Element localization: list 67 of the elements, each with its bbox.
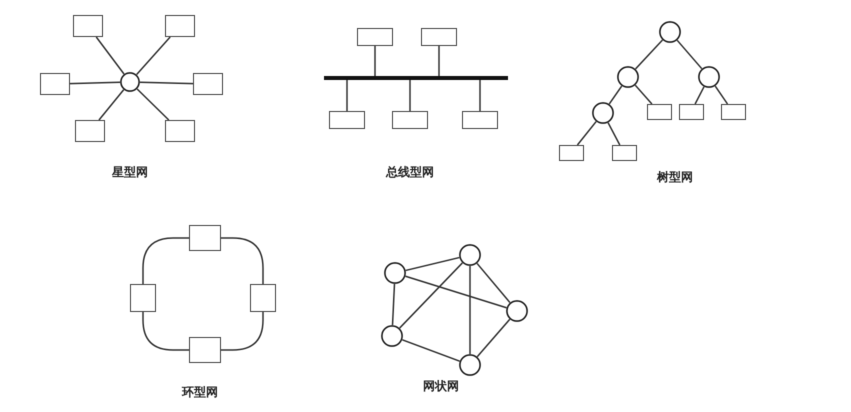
connector-line xyxy=(576,121,597,146)
connector-line xyxy=(469,266,471,354)
node-box xyxy=(165,120,195,142)
connector-line xyxy=(405,276,507,308)
connector-line xyxy=(402,339,460,362)
node-box xyxy=(558,145,584,161)
node-box xyxy=(392,111,428,129)
connector-line xyxy=(136,36,171,76)
connector-line xyxy=(714,86,728,104)
node-box xyxy=(646,104,672,120)
node-box xyxy=(75,120,105,142)
node-box xyxy=(678,104,704,120)
node-box xyxy=(720,104,746,120)
node-circle xyxy=(120,72,140,92)
connector-line xyxy=(406,256,460,272)
connector-line xyxy=(346,80,348,111)
connector-line xyxy=(221,312,264,351)
connector-line xyxy=(409,80,411,111)
topology-caption: 环型网 xyxy=(182,384,218,401)
topology-caption: 树型网 xyxy=(657,169,693,186)
connector-line xyxy=(479,80,481,111)
node-circle xyxy=(592,102,614,124)
connector-line xyxy=(392,284,396,326)
connector-line xyxy=(136,88,170,121)
connector-line xyxy=(142,312,189,351)
node-circle xyxy=(381,325,403,347)
node-circle xyxy=(459,354,481,376)
connector-line xyxy=(374,46,376,76)
connector-line xyxy=(140,82,194,84)
topology-caption: 网状网 xyxy=(423,378,459,395)
node-circle xyxy=(698,66,720,88)
connector-line xyxy=(98,89,124,120)
node-box xyxy=(189,225,221,251)
connector-line xyxy=(608,86,622,104)
connector-line xyxy=(476,318,510,358)
node-box xyxy=(329,111,365,129)
connector-line xyxy=(96,36,125,74)
node-box xyxy=(189,337,221,363)
node-box xyxy=(40,73,70,95)
node-box xyxy=(73,15,103,37)
connector-line xyxy=(634,40,664,70)
bus-bar xyxy=(324,76,508,80)
connector-line xyxy=(221,237,264,284)
connector-line xyxy=(438,46,440,76)
node-box xyxy=(421,28,457,46)
connector-line xyxy=(142,237,189,284)
connector-line xyxy=(476,262,510,304)
node-box xyxy=(357,28,393,46)
node-box xyxy=(462,111,498,129)
node-box xyxy=(193,73,223,95)
topology-caption: 总线型网 xyxy=(386,164,434,181)
connector-line xyxy=(694,86,705,104)
connector-line xyxy=(70,82,120,84)
node-circle xyxy=(617,66,639,88)
node-box xyxy=(165,15,195,37)
node-box xyxy=(250,284,276,312)
node-box xyxy=(612,145,636,161)
connector-line xyxy=(607,122,620,146)
connector-line xyxy=(676,40,702,70)
node-box xyxy=(130,284,156,312)
node-circle xyxy=(659,21,681,43)
node-circle xyxy=(506,300,528,322)
connector-line xyxy=(399,262,463,329)
node-circle xyxy=(459,244,481,266)
node-circle xyxy=(384,262,406,284)
connector-line xyxy=(634,84,652,104)
topology-caption: 星型网 xyxy=(112,164,148,181)
